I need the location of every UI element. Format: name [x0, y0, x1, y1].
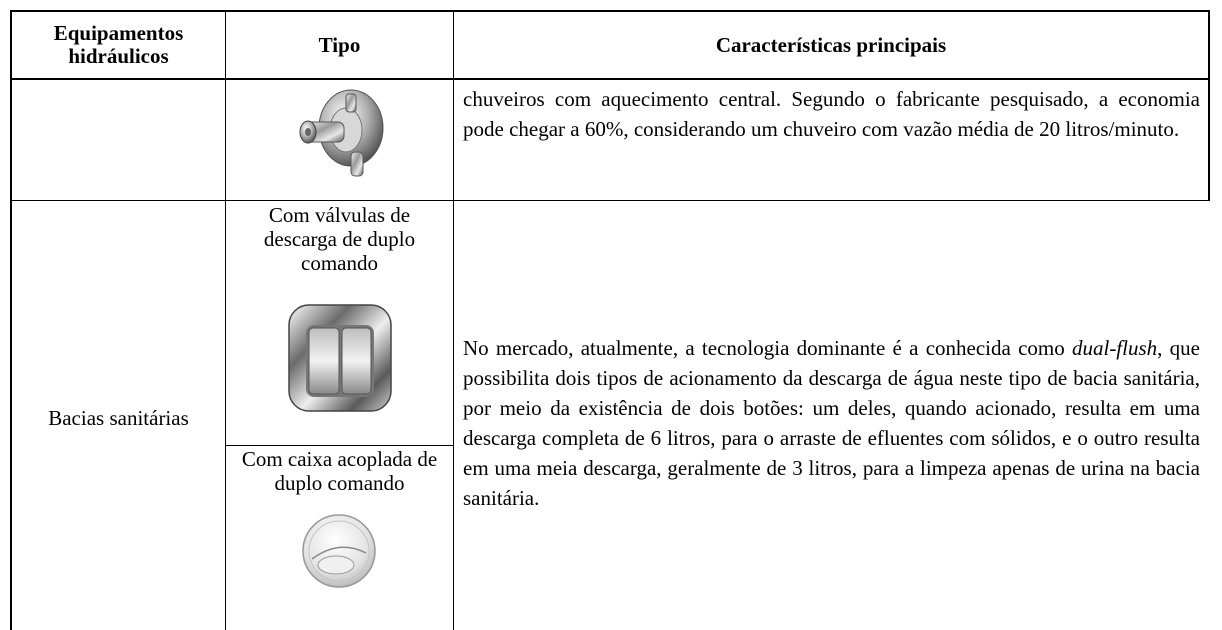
row2-features-cell: No mercado, atualmente, a tecnologia dom… [454, 201, 1208, 630]
type-subrow-divider [225, 445, 454, 446]
header-features: Características principais [454, 12, 1208, 78]
row2-type-b-cell: Com caixa acoplada de duplo comando [226, 446, 453, 630]
row1-bottom-border [10, 200, 1210, 201]
row2-equipment-text: Bacias sanitárias [48, 406, 189, 430]
header-bottom-border [10, 78, 1210, 80]
dual-flush-valve-image [288, 304, 392, 412]
type-a-label: Com válvulas de descarga de duplo comand… [263, 203, 416, 275]
col2-divider [453, 10, 454, 630]
header-type-text: Tipo [318, 32, 361, 57]
characteristics-table: Equipamentos hidráulicos Tipo Caracterís… [10, 10, 1210, 630]
header-equipment-text: Equipamentos hidráulicos [53, 21, 184, 68]
dual-flush-term: dual-flush [1071, 335, 1158, 360]
col1-divider [225, 10, 226, 630]
table-top-border [10, 10, 1210, 12]
header-equipment: Equipamentos hidráulicos [12, 12, 225, 78]
features-text-part1: No mercado, atualmente, a tecnologia dom… [463, 335, 1072, 360]
table-right-border [1208, 10, 1210, 200]
shower-valve-image [299, 89, 384, 177]
row1-type-cell [226, 80, 453, 200]
row2-type-a-cell: Com válvulas de descarga de duplo comand… [226, 203, 453, 445]
dual-flush-button-image [302, 514, 376, 588]
type-b-label: Com caixa acoplada de duplo comando [241, 447, 438, 495]
row1-features-cell: chuveiros com aquecimento central. Segun… [454, 80, 1208, 200]
row1-features-text: chuveiros com aquecimento central. Segun… [463, 87, 1200, 141]
header-type: Tipo [226, 12, 453, 78]
row2-features-text: No mercado, atualmente, a tecnologia dom… [463, 333, 1200, 513]
table-left-border [10, 10, 12, 630]
row2-equipment-cell: Bacias sanitárias [12, 201, 225, 630]
features-text-part2: , que possibilita dois tipos de acioname… [463, 335, 1200, 510]
header-features-text: Características principais [715, 32, 947, 57]
